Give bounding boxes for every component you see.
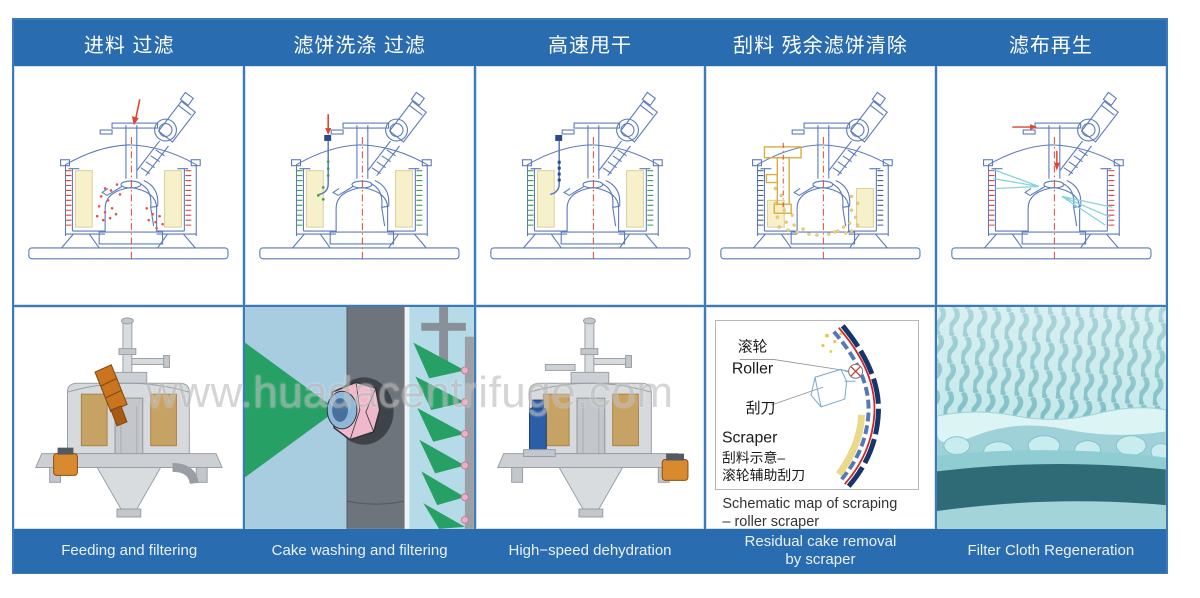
centrifuge-schematic-feeding-icon <box>28 91 229 262</box>
footer-bar: Feeding and filtering Cake washing and f… <box>14 528 1166 573</box>
content-grid: 滚轮 Roller 刮刀 Scraper 刮料示意– 滚轮辅助刮刀 Schema… <box>14 66 1166 529</box>
header-stage-regeneration: 滤布再生 <box>1008 34 1093 57</box>
scraping-note-line2: 滚轮辅助刮刀 <box>722 467 805 483</box>
schematic-cell-washing <box>244 66 474 305</box>
photo-cell-filter-cloth <box>937 307 1166 529</box>
schematic-cell-dehydration <box>475 66 705 305</box>
centrifuge-schematic-scraping-icon <box>720 91 921 262</box>
wash-nozzle-spray-image <box>244 307 474 529</box>
filter-cloth-photo-image <box>937 307 1166 529</box>
scraper-diagram-image: 滚轮 Roller 刮刀 Scraper 刮料示意– 滚轮辅助刮刀 <box>722 324 882 488</box>
header-stage-scraping: 刮料 残余滤饼清除 <box>733 34 908 57</box>
scraper-diagram-box: 滚轮 Roller 刮刀 Scraper 刮料示意– 滚轮辅助刮刀 <box>715 320 920 490</box>
scraper-diagram-caption: Schematic map of scraping – roller scrap… <box>722 496 898 529</box>
scraper-label-cn: 刮刀 <box>746 400 776 417</box>
centrifuge-render-feeding-image <box>35 317 223 518</box>
centrifuge-schematic-washing-icon <box>259 91 460 262</box>
centrifuge-schematic-regeneration-icon <box>951 91 1152 262</box>
caption-feeding: Feeding and filtering <box>61 541 198 559</box>
scraping-note-line1: 刮料示意– <box>722 449 785 465</box>
scraper-label-en: Scraper <box>722 430 778 447</box>
centrifuge-schematic-dehydration-icon <box>489 91 691 262</box>
header-stage-feeding: 进料 过滤 <box>83 34 175 57</box>
roller-label-en: Roller <box>732 360 774 377</box>
caption-washing: Cake washing and filtering <box>271 541 448 559</box>
header-stage-dehydration: 高速甩干 <box>548 34 633 57</box>
schematic-cell-feeding <box>14 66 243 305</box>
header-bar: 进料 过滤 滤饼洗涤 过滤 高速甩干 刮料 残余滤饼清除 滤布再生 <box>14 20 1166 66</box>
caption-regeneration: Filter Cloth Regeneration <box>967 541 1135 559</box>
render-cell-feeding <box>14 307 243 529</box>
caption-scraping: Residual cake removal by scraper <box>744 532 897 568</box>
schematic-cell-scraper-detail: 滚轮 Roller 刮刀 Scraper 刮料示意– 滚轮辅助刮刀 Schema… <box>706 307 936 529</box>
header-stage-washing: 滤饼洗涤 过滤 <box>293 34 426 57</box>
schematic-cell-scraping <box>706 66 936 305</box>
roller-label-cn: 滚轮 <box>738 339 768 356</box>
schematic-cell-regeneration <box>937 66 1166 305</box>
caption-dehydration: High−speed dehydration <box>508 541 672 559</box>
render-cell-dehydration <box>475 307 705 529</box>
process-table: 进料 过滤 滤饼洗涤 过滤 高速甩干 刮料 残余滤饼清除 滤布再生 <box>12 18 1168 574</box>
centrifuge-render-dehydration-image <box>496 317 689 518</box>
photo-cell-washing-spray <box>244 307 474 529</box>
